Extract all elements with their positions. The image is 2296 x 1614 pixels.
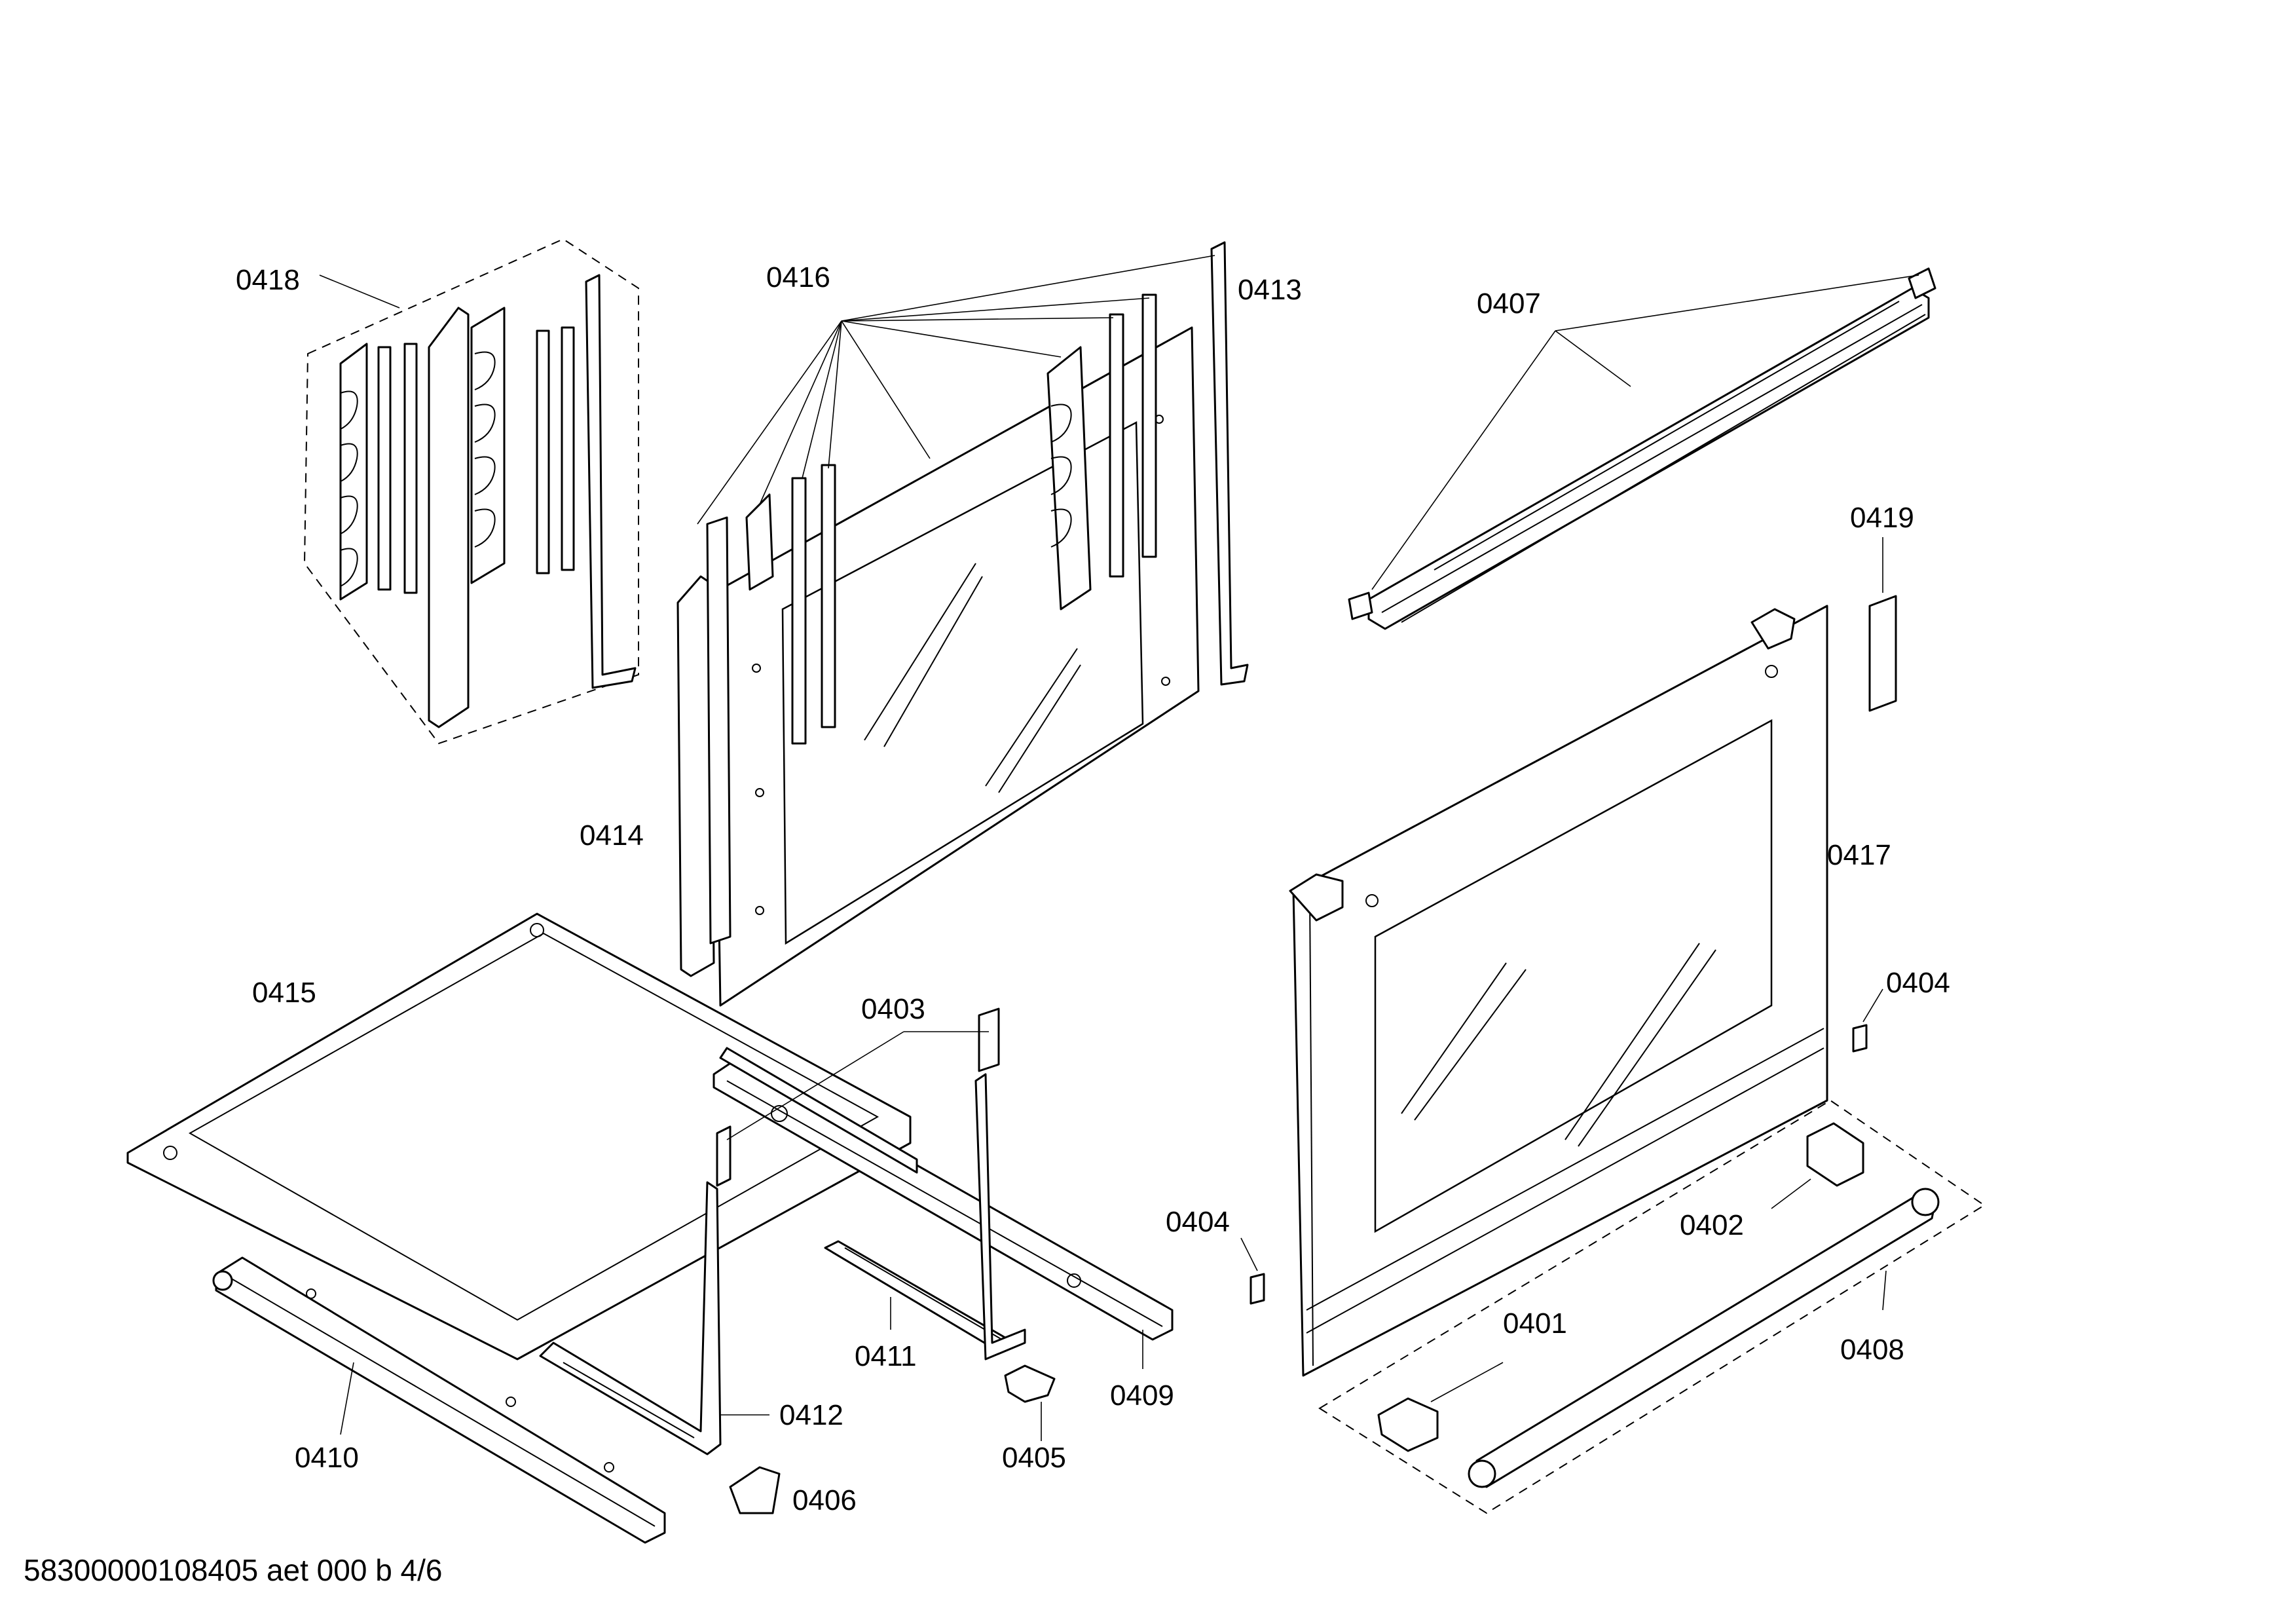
label-0419: 0419 xyxy=(1850,502,1914,534)
label-0417: 0417 xyxy=(1827,839,1891,871)
part-0403-bracket-right xyxy=(716,1007,1026,1361)
leader-lines-0416-0413 xyxy=(697,255,1215,525)
part-0411-channel xyxy=(824,1240,1010,1351)
label-0411: 0411 xyxy=(855,1340,917,1372)
label-0401: 0401 xyxy=(1503,1307,1567,1340)
label-0407: 0407 xyxy=(1477,288,1541,320)
label-0405: 0405 xyxy=(1002,1442,1066,1474)
part-0409-side-rail xyxy=(713,1047,1174,1369)
part-0414-inner-glass-panel xyxy=(676,241,1249,1007)
part-0404-clip-b xyxy=(1852,988,1883,1053)
label-0409: 0409 xyxy=(1110,1379,1174,1412)
part-0406-clip xyxy=(729,1466,781,1514)
label-0402: 0402 xyxy=(1680,1209,1744,1241)
document-id: 58300000108405 aet 000 b 4/6 xyxy=(24,1553,443,1587)
label-0412: 0412 xyxy=(779,1399,843,1431)
label-0414: 0414 xyxy=(580,819,644,852)
label-0408: 0408 xyxy=(1840,1334,1904,1366)
label-0404-left: 0404 xyxy=(1166,1206,1230,1238)
label-0403: 0403 xyxy=(861,993,925,1025)
part-0408-handle-group xyxy=(1318,1099,1986,1514)
label-0404-right: 0404 xyxy=(1886,967,1950,999)
label-0410: 0410 xyxy=(295,1442,359,1474)
part-0405-clip xyxy=(1004,1364,1056,1441)
part-0412-bracket-left xyxy=(539,1181,769,1455)
part-0404-clip-a xyxy=(1240,1237,1265,1305)
label-0418: 0418 xyxy=(236,264,300,296)
label-0416: 0416 xyxy=(766,261,830,293)
part-0417-outer-door xyxy=(1289,605,1828,1377)
part-0419-plate xyxy=(1868,537,1897,712)
label-0415: 0415 xyxy=(252,977,316,1009)
part-0407-door-top-profile xyxy=(1348,267,1936,630)
part-0410-bottom-rail xyxy=(212,1256,666,1544)
label-0406: 0406 xyxy=(792,1484,857,1516)
label-0413: 0413 xyxy=(1238,274,1302,306)
part-0418-shelf-supports xyxy=(303,238,639,745)
